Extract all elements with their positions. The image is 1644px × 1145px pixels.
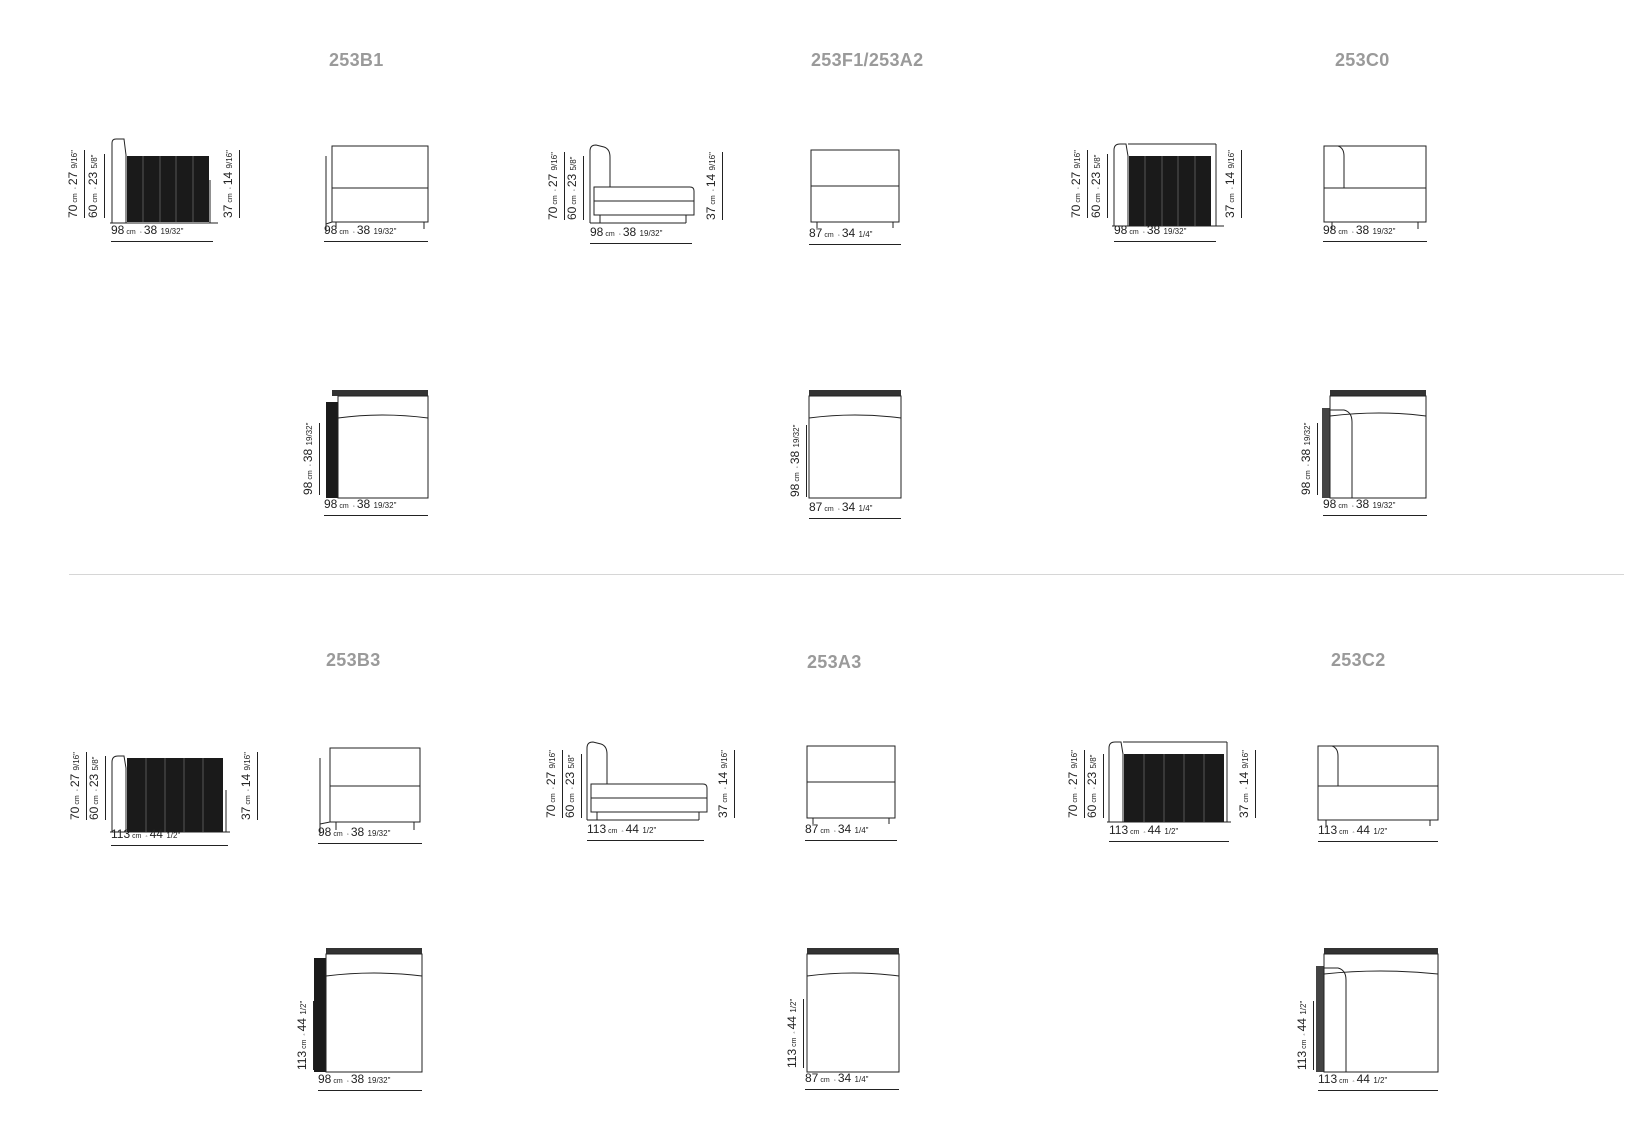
dim-depth-top-253A3: 113cm◦44 1/2" [785,998,804,1068]
top-view-253C0 [1322,390,1427,499]
dim-depth-top-253C0: 98cm◦38 19/32" [1299,422,1318,495]
front-view-253A3 [806,745,896,824]
module-code-253C2: 253C2 [1331,650,1386,670]
top-view-253A3 [806,948,900,1073]
dim-height-total-253B3: 70cm◦27 9/16" [68,752,87,820]
dim-depth-top-253B1: 98cm◦38 19/32" [301,422,320,495]
module-code-253C0: 253C0 [1335,50,1390,70]
dim-height-seat-253A3: 37cm◦14 9/16" [716,750,735,818]
dim-height-back-253B3: 60cm◦23 5/8" [87,756,106,820]
front-view-253B3 [319,747,421,834]
front-view-253B1 [325,145,429,232]
side-view-253A3 [586,741,708,821]
module-code-253A3: 253A3 [807,652,862,672]
dim-height-total-253C2: 70cm◦27 9/16" [1066,750,1085,818]
dim-height-seat-253C2: 37cm◦14 9/16" [1237,750,1256,818]
dim-height-back-253B1: 60cm◦23 5/8" [86,154,105,218]
side-view-253F1-253A2 [589,144,695,224]
front-view-253C2 [1317,745,1439,826]
dim-height-total-253F1-253A2: 70cm◦27 9/16" [546,152,565,220]
dim-height-total-253C0: 70cm◦27 9/16" [1069,150,1088,218]
dim-depth-top-253B3: 113cm◦44 1/2" [295,1000,314,1070]
module-code-253B1: 253B1 [329,50,384,70]
dim-height-total-253B1: 70cm◦27 9/16" [66,150,85,218]
top-view-253F1-253A2 [808,390,902,499]
side-view-253C2 [1107,741,1231,823]
dim-height-seat-253F1-253A2: 37cm◦14 9/16" [704,152,723,220]
top-view-253B1 [326,390,429,499]
side-view-253C0 [1112,143,1224,227]
dim-depth-top-253F1-253A2: 98cm◦38 19/32" [788,424,807,497]
front-view-253C0 [1323,145,1427,229]
top-view-253C2 [1316,948,1439,1073]
dim-height-back-253F1-253A2: 60cm◦23 5/8" [565,156,584,220]
top-view-253B3 [314,948,423,1073]
side-view-253B1 [110,138,218,224]
side-view-253B3 [110,755,230,833]
dim-depth-top-253C2: 113cm◦44 1/2" [1295,1000,1314,1070]
dim-height-seat-253B3: 37cm◦14 9/16" [239,752,258,820]
dim-height-back-253C0: 60cm◦23 5/8" [1089,154,1108,218]
dim-height-seat-253B1: 37cm◦14 9/16" [221,150,240,218]
row-divider [69,574,1624,575]
dim-height-back-253C2: 60cm◦23 5/8" [1085,754,1104,818]
dim-height-total-253A3: 70cm◦27 9/16" [544,750,563,818]
front-view-253F1-253A2 [810,149,900,228]
module-code-253F1-253A2: 253F1/253A2 [811,50,924,70]
dim-height-back-253A3: 60cm◦23 5/8" [563,754,582,818]
dim-height-seat-253C0: 37cm◦14 9/16" [1223,150,1242,218]
module-code-253B3: 253B3 [326,650,381,670]
